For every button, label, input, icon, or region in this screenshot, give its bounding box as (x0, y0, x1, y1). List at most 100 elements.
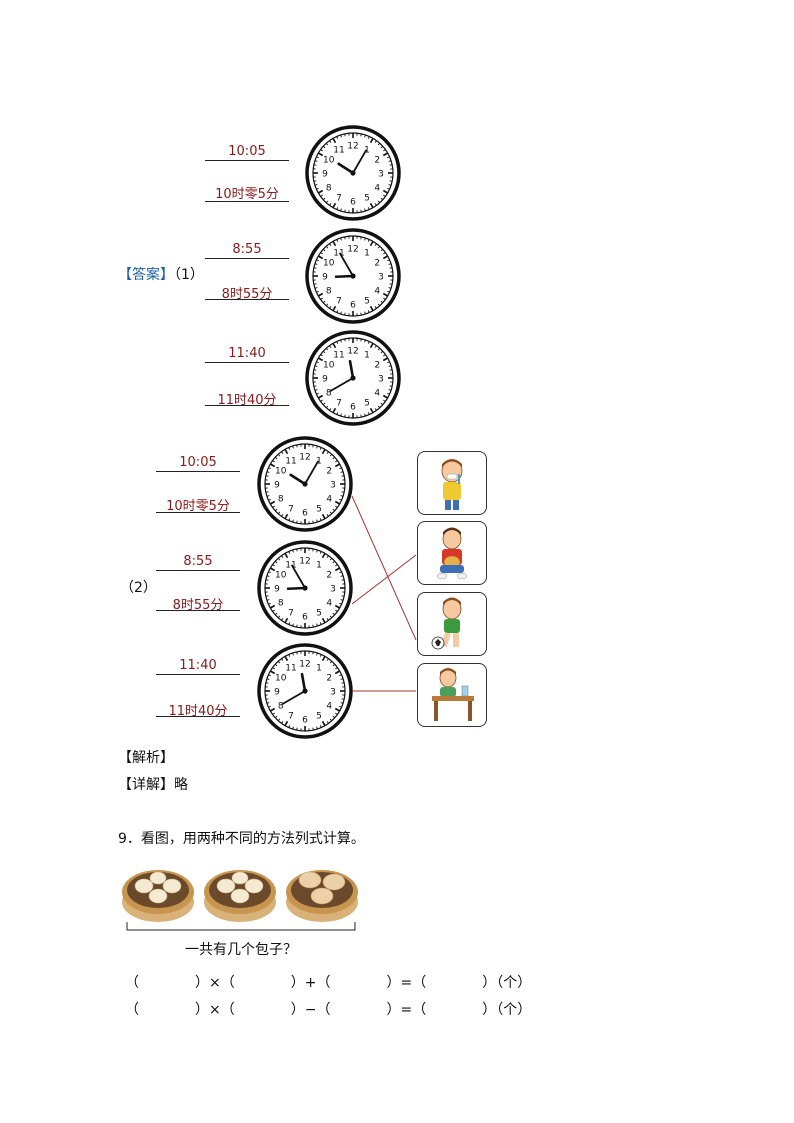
clock-number: 3 (378, 170, 384, 180)
clock-tick (313, 267, 317, 269)
clock-tick (321, 513, 326, 520)
clock-tick (369, 240, 374, 247)
clock-tick (377, 347, 381, 351)
clock-tick (364, 134, 366, 138)
clock-number: 11 (285, 663, 296, 673)
clock-tick (314, 160, 318, 162)
clock-tick (383, 252, 386, 255)
clock-number: 3 (330, 688, 336, 698)
clock-tick (369, 202, 374, 209)
clock-number: 1 (364, 248, 370, 258)
clock-tick (322, 248, 326, 252)
clock-tick (335, 712, 338, 715)
clock-number: 4 (374, 287, 380, 297)
hour-hand (286, 586, 307, 591)
clock-number: 6 (302, 509, 308, 519)
minute-hand (291, 564, 306, 589)
minute-hand (329, 377, 354, 392)
minute-hand (352, 149, 367, 174)
clock-tick (316, 187, 319, 190)
clock-tick (284, 720, 289, 727)
clock-tick (377, 142, 381, 146)
clock-tick (268, 602, 271, 605)
clock-tick (374, 408, 377, 411)
chinese-time-3: 11时40分 (168, 704, 228, 719)
clock-tick (387, 259, 390, 262)
clock-tick (326, 514, 329, 517)
clock-tick (319, 518, 322, 521)
clock-tick (377, 405, 381, 409)
clock-tick (389, 180, 393, 182)
clock-tick (332, 305, 337, 312)
clock-tick (382, 255, 389, 260)
clock-tick (341, 475, 345, 477)
clock-number: 4 (326, 599, 332, 609)
clock-tick (314, 287, 318, 289)
clock-tick (316, 290, 319, 293)
clock-tick (329, 511, 333, 515)
clock-number: 5 (316, 609, 322, 619)
clock-tick (367, 239, 370, 242)
clock-tick (326, 451, 329, 454)
clock-tick (317, 357, 324, 362)
clock-tick (326, 658, 329, 661)
clock-tick (339, 498, 342, 501)
clock-number: 1 (364, 350, 370, 360)
clock-tick (344, 338, 346, 342)
clock-tick (383, 194, 386, 197)
clock-tick (314, 184, 318, 186)
hour-hand (337, 162, 355, 175)
clock-tick (268, 705, 271, 708)
clock-number: 7 (336, 194, 342, 204)
clock-tick (313, 385, 317, 387)
clock-tick (316, 392, 319, 395)
clock-tick (360, 338, 362, 342)
clock-tick (389, 283, 393, 285)
chinese-time-1: 10时零5分 (215, 187, 279, 202)
clock-tick (329, 557, 333, 561)
clock-tick (312, 624, 314, 628)
clock-tick (296, 651, 298, 655)
steamer-icon (204, 870, 276, 922)
clock-tick (380, 300, 384, 304)
clock-tick (288, 725, 291, 728)
clock-tick (334, 670, 341, 675)
clock-tick (389, 369, 393, 371)
clock-number: 8 (326, 389, 332, 399)
clock-tick (383, 297, 386, 300)
clock-tick (336, 207, 339, 210)
clock-tick (339, 674, 342, 677)
digital-time-3: 11:40 (228, 346, 266, 361)
clock-tick (317, 292, 324, 297)
clock-tick (374, 203, 377, 206)
clock-number: 4 (326, 702, 332, 712)
picture-boy-playing-football (417, 592, 487, 656)
clock-number: 2 (326, 467, 332, 477)
clock-tick (274, 663, 278, 667)
clock-tick (277, 718, 281, 722)
clock-number: 12 (299, 660, 310, 670)
clock-tick (336, 239, 339, 242)
clock-number: 9 (322, 273, 328, 283)
picture-boy-at-desk (417, 663, 487, 727)
clock-tick (332, 407, 337, 414)
clock-tick (344, 209, 346, 213)
clock-tick (341, 579, 345, 581)
clock-tick (322, 197, 326, 201)
clock-tick (292, 549, 294, 553)
clock-tick (269, 463, 276, 468)
clock-tick (380, 350, 384, 354)
clock-tick (292, 623, 294, 627)
clock-tick (268, 498, 271, 501)
clock-tick (277, 453, 281, 457)
steamer-icon (122, 870, 194, 922)
clock-number: 1 (316, 663, 322, 673)
clock-tick (292, 519, 294, 523)
clock-tick (296, 624, 298, 628)
clock-tick (265, 491, 269, 493)
clock-tick (274, 456, 278, 460)
clock-number: 4 (374, 184, 380, 194)
hour-hand (289, 473, 307, 486)
clock-tick (389, 267, 393, 269)
clock-tick (313, 283, 317, 285)
